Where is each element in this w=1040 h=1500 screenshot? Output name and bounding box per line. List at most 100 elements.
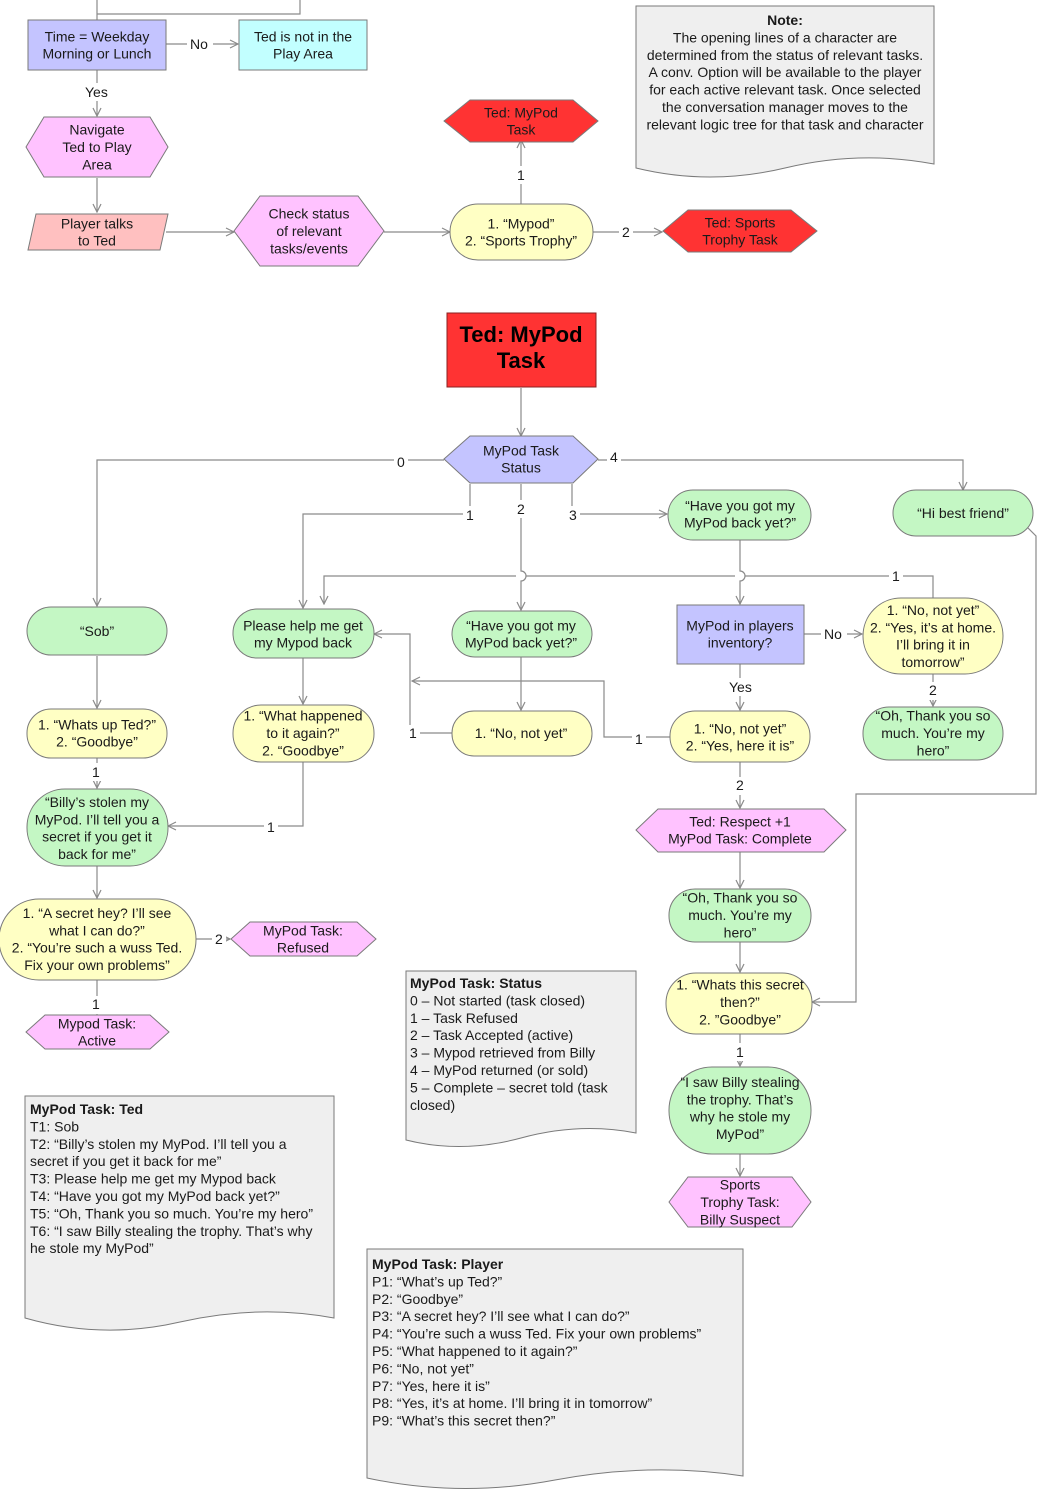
no-yes-here-text: 1. “No, not yet”2. “Yes, here it is” [686,720,795,753]
text-line: 2. “You’re such a wuss Ted. [12,940,182,956]
label-status-2: 2 [517,501,525,517]
label-status-3: 3 [569,507,577,523]
text-line: MyPod” [716,1126,765,1142]
note-line: P2: “Goodbye” [372,1291,463,1307]
options-top-text: 1. “Mypod”2. “Sports Trophy” [465,215,577,248]
active-text: Mypod Task:Active [58,1015,136,1048]
note-line: the conversation manager moves to the [662,99,908,115]
text-line: 1. “No, not yet” [475,725,568,741]
label-yes: Yes [85,84,108,100]
edge-hibest-whatsthis [812,512,1037,1002]
text-line: tomorrow” [901,654,964,670]
note-line: P7: “Yes, here it is” [372,1378,490,1394]
text-line: “Have you got my [685,497,795,513]
text-line: Trophy Task [702,232,778,248]
text-line: Ted: Respect +1 [689,813,791,829]
refused-text: MyPod Task:Refused [263,922,343,955]
text-line: Area [82,156,112,172]
text-line: Ted: MyPod [484,104,558,120]
text-line: Time = Weekday [45,28,150,44]
text-line: “Oh, Thank you so [683,890,798,906]
edge-home-1-back [324,575,934,604]
text-line: “Hi best friend” [917,505,1009,521]
text-line: “Oh, Thank you so [876,708,991,724]
text-line: of relevant [276,223,341,239]
note-line: he stole my MyPod” [30,1240,154,1256]
note-line: P3: “A secret hey? I’ll see what I can d… [372,1308,630,1324]
label-inventory-no: No [824,626,842,642]
note-line: P4: “You’re such a wuss Ted. Fix your ow… [372,1326,701,1342]
text-line: Refused [277,940,329,956]
note-title: MyPod Task: Player [372,1256,504,1272]
edge-whathappened-billy [168,762,304,826]
text-line: 2. “Yes, it’s at home. [870,619,996,635]
text-line: Fix your own problems” [24,957,170,973]
note-line: P5: “What happened to it again?” [372,1343,578,1359]
text-line: Task [497,348,546,373]
text-line: what I can do?” [48,922,145,938]
text-line: MyPod. I’ll tell you a [35,811,160,827]
edge-labels: No Yes 1 2 0 4 1 2 3 1 No Yes 2 1 1 1 1 … [82,34,940,1061]
note-line: P1: “What’s up Ted?” [372,1273,503,1289]
text-line: “I saw Billy stealing [680,1074,799,1090]
text-line: hero” [724,924,757,940]
note-line: closed) [410,1097,455,1113]
note-line: 1 – Task Refused [410,1010,518,1026]
note-line: 0 – Not started (task closed) [410,992,585,1008]
text-line: “Sob” [80,623,115,639]
text-line: why he stole my [689,1109,790,1125]
node-have-you-got-mid: “Have you got my MyPod back yet?” [451,610,593,658]
note-line: P9: “What’s this secret then?” [372,1413,556,1429]
whats-up-text: 1. “Whats up Ted?”2. “Goodbye” [38,716,156,749]
node-no-not-yet: 1. “No, not yet” [451,710,593,757]
text-line: Task [507,122,537,138]
note-line: secret if you get it back for me” [30,1153,222,1169]
label-top-1: 1 [517,167,525,183]
note-conversation-text: Note:The opening lines of a character ar… [646,12,923,132]
label-inventory-yes: Yes [729,679,752,695]
note-line: 3 – Mypod retrieved from Billy [410,1045,595,1061]
label-secret-2: 2 [215,931,223,947]
no-not-yet-text: 1. “No, not yet” [475,725,568,741]
node-active: Mypod Task:Active [25,1014,170,1050]
label-right-1: 1 [635,731,643,747]
text-line: 2. “Yes, here it is” [686,738,795,754]
text-line: MyPod back yet?” [465,635,577,651]
text-line: back for me” [58,846,136,862]
text-line: Play Area [273,46,333,62]
note-line: T3: Please help me get my Mypod back [30,1171,277,1187]
text-line: “Have you got my [466,617,576,633]
text-line: 2. ”Goodbye” [699,1011,781,1027]
hi-best-friend-text: “Hi best friend” [917,505,1009,521]
text-line: Billy Suspect [700,1211,780,1227]
text-line: Check status [269,206,350,222]
text-line: 1. “No, not yet” [887,602,980,618]
text-line: 2. “Goodbye” [262,742,344,758]
text-line: MyPod in players [686,617,793,633]
text-line: 1. “What happened [243,708,362,724]
